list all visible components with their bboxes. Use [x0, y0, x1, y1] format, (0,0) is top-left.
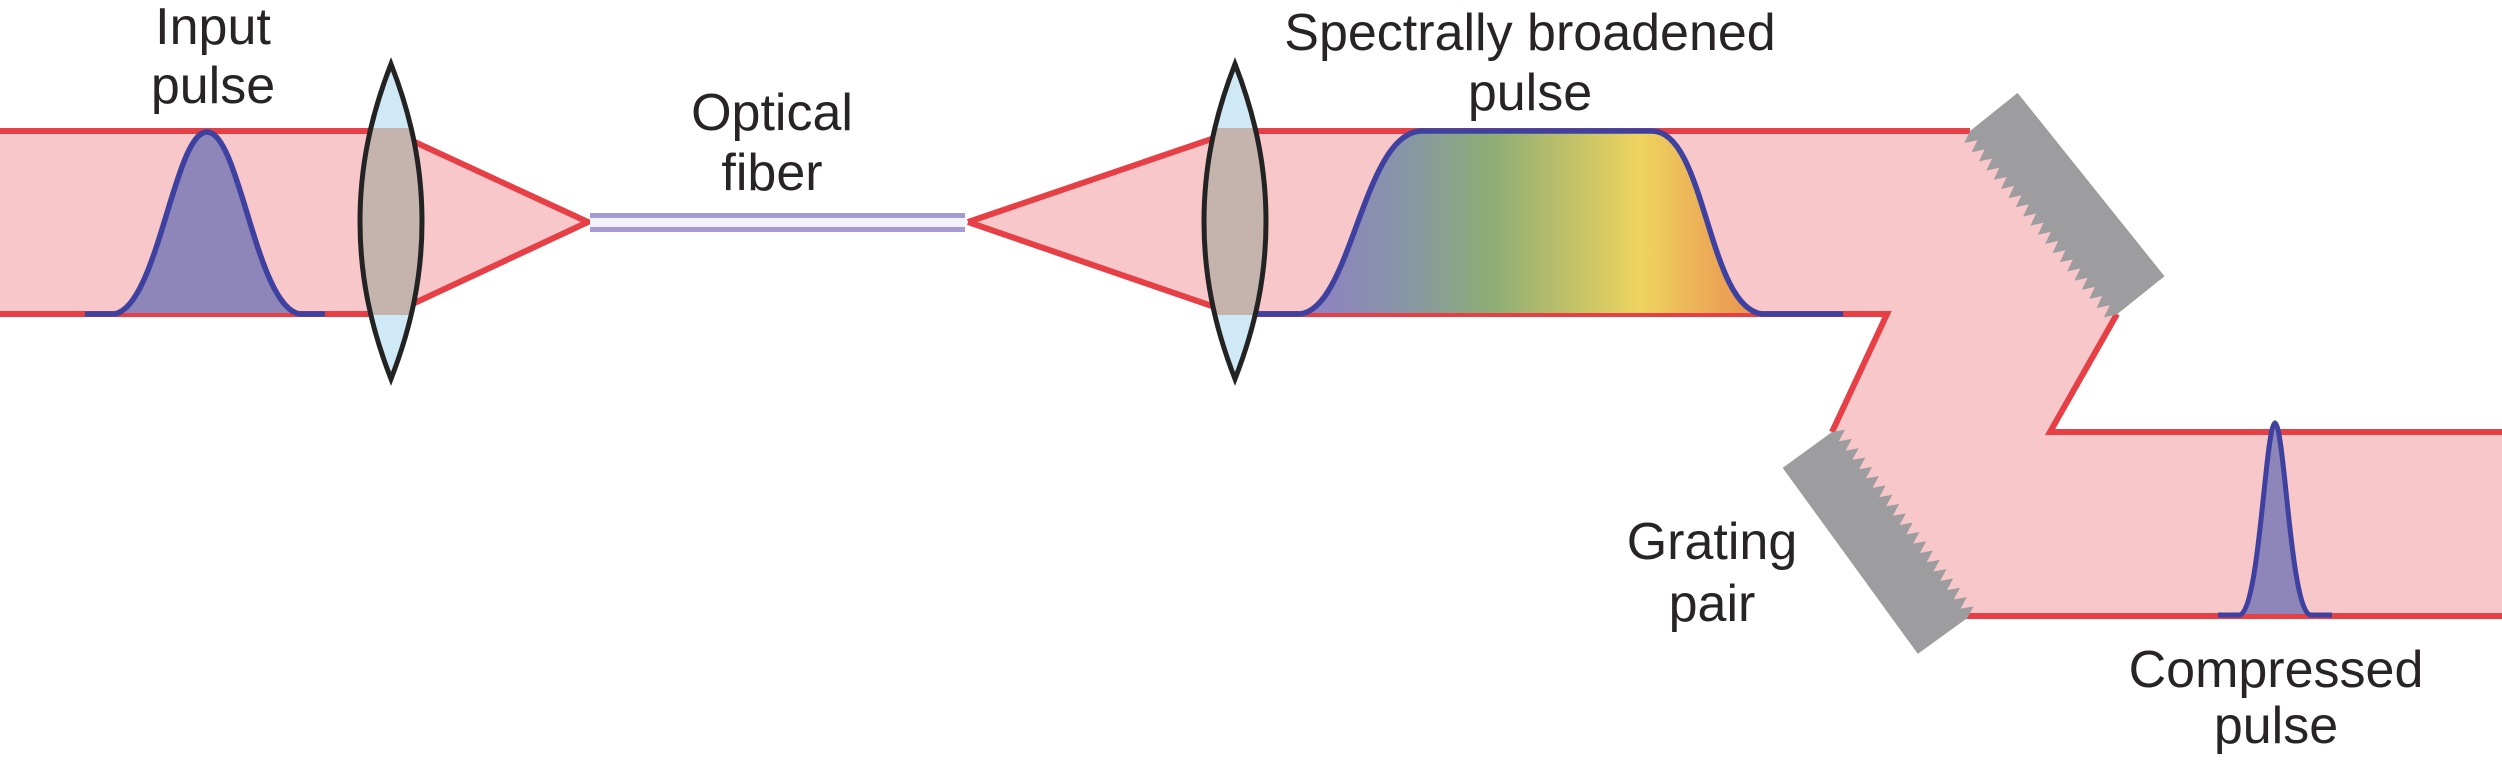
lens-2-outline [1201, 57, 1269, 386]
focusing-lens [357, 57, 425, 386]
beam-border-left [0, 128, 596, 317]
input-pulse-outline [85, 129, 325, 317]
grating-1-body [1964, 92, 2165, 318]
compressed-pulse-outline [2218, 420, 2332, 618]
beam-border-bottom-right [967, 219, 1892, 434]
input-pulse-waveform [114, 132, 300, 313]
collimating-lens [1201, 57, 1269, 386]
compressed-pulse-label-line2: pulse [2214, 697, 2338, 755]
optical-fiber-cladding [590, 213, 965, 232]
grating-2-body [1782, 429, 1974, 654]
lens-1-outline [357, 57, 425, 386]
broadened-pulse-label-line2: pulse [1468, 64, 1592, 122]
grating-pair-label-line1: Grating [1627, 513, 1798, 571]
diffraction-grating-2 [1782, 429, 1974, 654]
beam-left-band-and-focus-cone [0, 131, 588, 314]
beam-border-grating-fold [2044, 312, 2502, 435]
broadened-pulse-label-line1: Spectrally broadened [1284, 4, 1775, 62]
optical-fiber-label-line2: fiber [721, 144, 822, 202]
broadened-pulse-waveform [1300, 131, 1762, 313]
input-pulse-label-line2: pulse [151, 57, 275, 115]
diffraction-grating-1 [1964, 92, 2165, 318]
broadened-pulse-outline [1252, 128, 1843, 317]
grating-pair-label-line2: pair [1669, 575, 1756, 633]
compressed-pulse-label-line1: Compressed [2129, 641, 2424, 699]
input-pulse-label-line1: Input [155, 0, 271, 56]
lens-1-beam-overlap [360, 128, 422, 315]
lens-2-beam-overlap [1204, 128, 1266, 315]
optical-fiber-label-line1: Optical [691, 84, 853, 142]
